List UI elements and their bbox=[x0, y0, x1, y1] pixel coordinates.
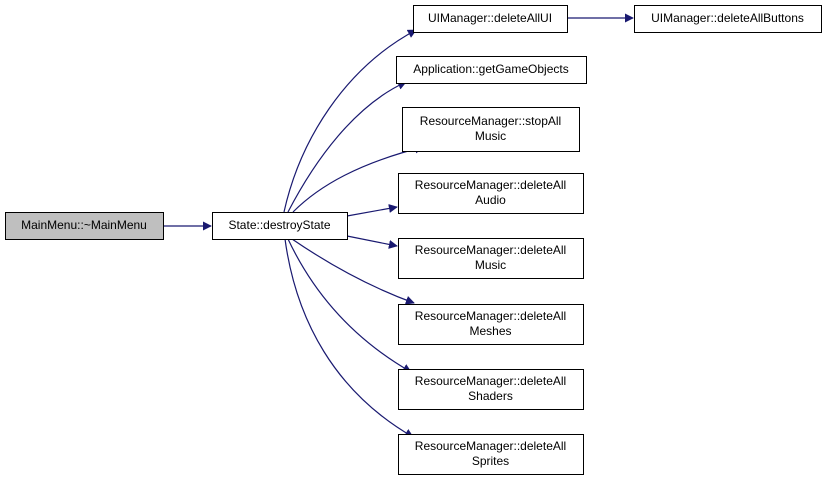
node-mainmenu[interactable]: MainMenu::~MainMenu bbox=[5, 212, 164, 240]
node-label-line: MainMenu::~MainMenu bbox=[21, 218, 147, 232]
edge-destroystate-to-deleteallsprites bbox=[284, 238, 414, 438]
edge-destroystate-to-deleteallui bbox=[283, 29, 417, 213]
node-box bbox=[396, 56, 587, 84]
edge-destroystate-to-deleteallaudio bbox=[346, 204, 398, 217]
edge-destroystate-to-deleteallmeshes bbox=[291, 238, 415, 305]
node-label-line: State::destroyState bbox=[228, 218, 330, 232]
node-getgameobjects[interactable]: Application::getGameObjects bbox=[396, 56, 587, 84]
node-label-line: Sprites bbox=[472, 454, 509, 468]
node-label-line: ResourceManager::stopAll bbox=[420, 114, 561, 128]
node-box bbox=[402, 107, 580, 152]
node-box bbox=[5, 212, 164, 240]
edge-destroystate-to-stopallmusic bbox=[292, 144, 424, 213]
node-label-line: ResourceManager::deleteAll bbox=[415, 243, 566, 257]
node-box bbox=[398, 369, 584, 410]
edges-layer bbox=[163, 13, 634, 438]
node-label-line: Music bbox=[475, 258, 506, 272]
node-label-line: Application::getGameObjects bbox=[413, 62, 568, 76]
node-destroystate[interactable]: State::destroyState bbox=[212, 212, 348, 240]
node-box bbox=[398, 304, 584, 345]
node-label-line: ResourceManager::deleteAll bbox=[415, 309, 566, 323]
edge-destroystate-to-deleteallshaders bbox=[287, 238, 412, 373]
node-deleteallbuttons[interactable]: UIManager::deleteAllButtons bbox=[634, 5, 822, 33]
node-label-line: Audio bbox=[475, 193, 506, 207]
node-label-line: UIManager::deleteAllUI bbox=[428, 11, 552, 25]
nodes-layer: MainMenu::~MainMenu State::destroyState UI… bbox=[5, 5, 822, 475]
node-box bbox=[212, 212, 348, 240]
node-label-line: Music bbox=[475, 129, 506, 143]
node-box bbox=[398, 173, 584, 214]
node-label-line: Meshes bbox=[469, 324, 511, 338]
node-box bbox=[413, 5, 568, 33]
node-deleteallui[interactable]: UIManager::deleteAllUI bbox=[413, 5, 568, 33]
node-label-line: ResourceManager::deleteAll bbox=[415, 439, 566, 453]
edge-destroystate-to-getgameobjects bbox=[287, 81, 407, 213]
node-label-line: ResourceManager::deleteAll bbox=[415, 374, 566, 388]
node-label-line: ResourceManager::deleteAll bbox=[415, 178, 566, 192]
edge-destroystate-to-deleteallmusic bbox=[346, 235, 398, 249]
node-box bbox=[398, 434, 584, 475]
node-box bbox=[398, 238, 584, 279]
node-label-line: Shaders bbox=[468, 389, 513, 403]
node-box bbox=[634, 5, 822, 33]
node-label-line: UIManager::deleteAllButtons bbox=[651, 11, 804, 25]
